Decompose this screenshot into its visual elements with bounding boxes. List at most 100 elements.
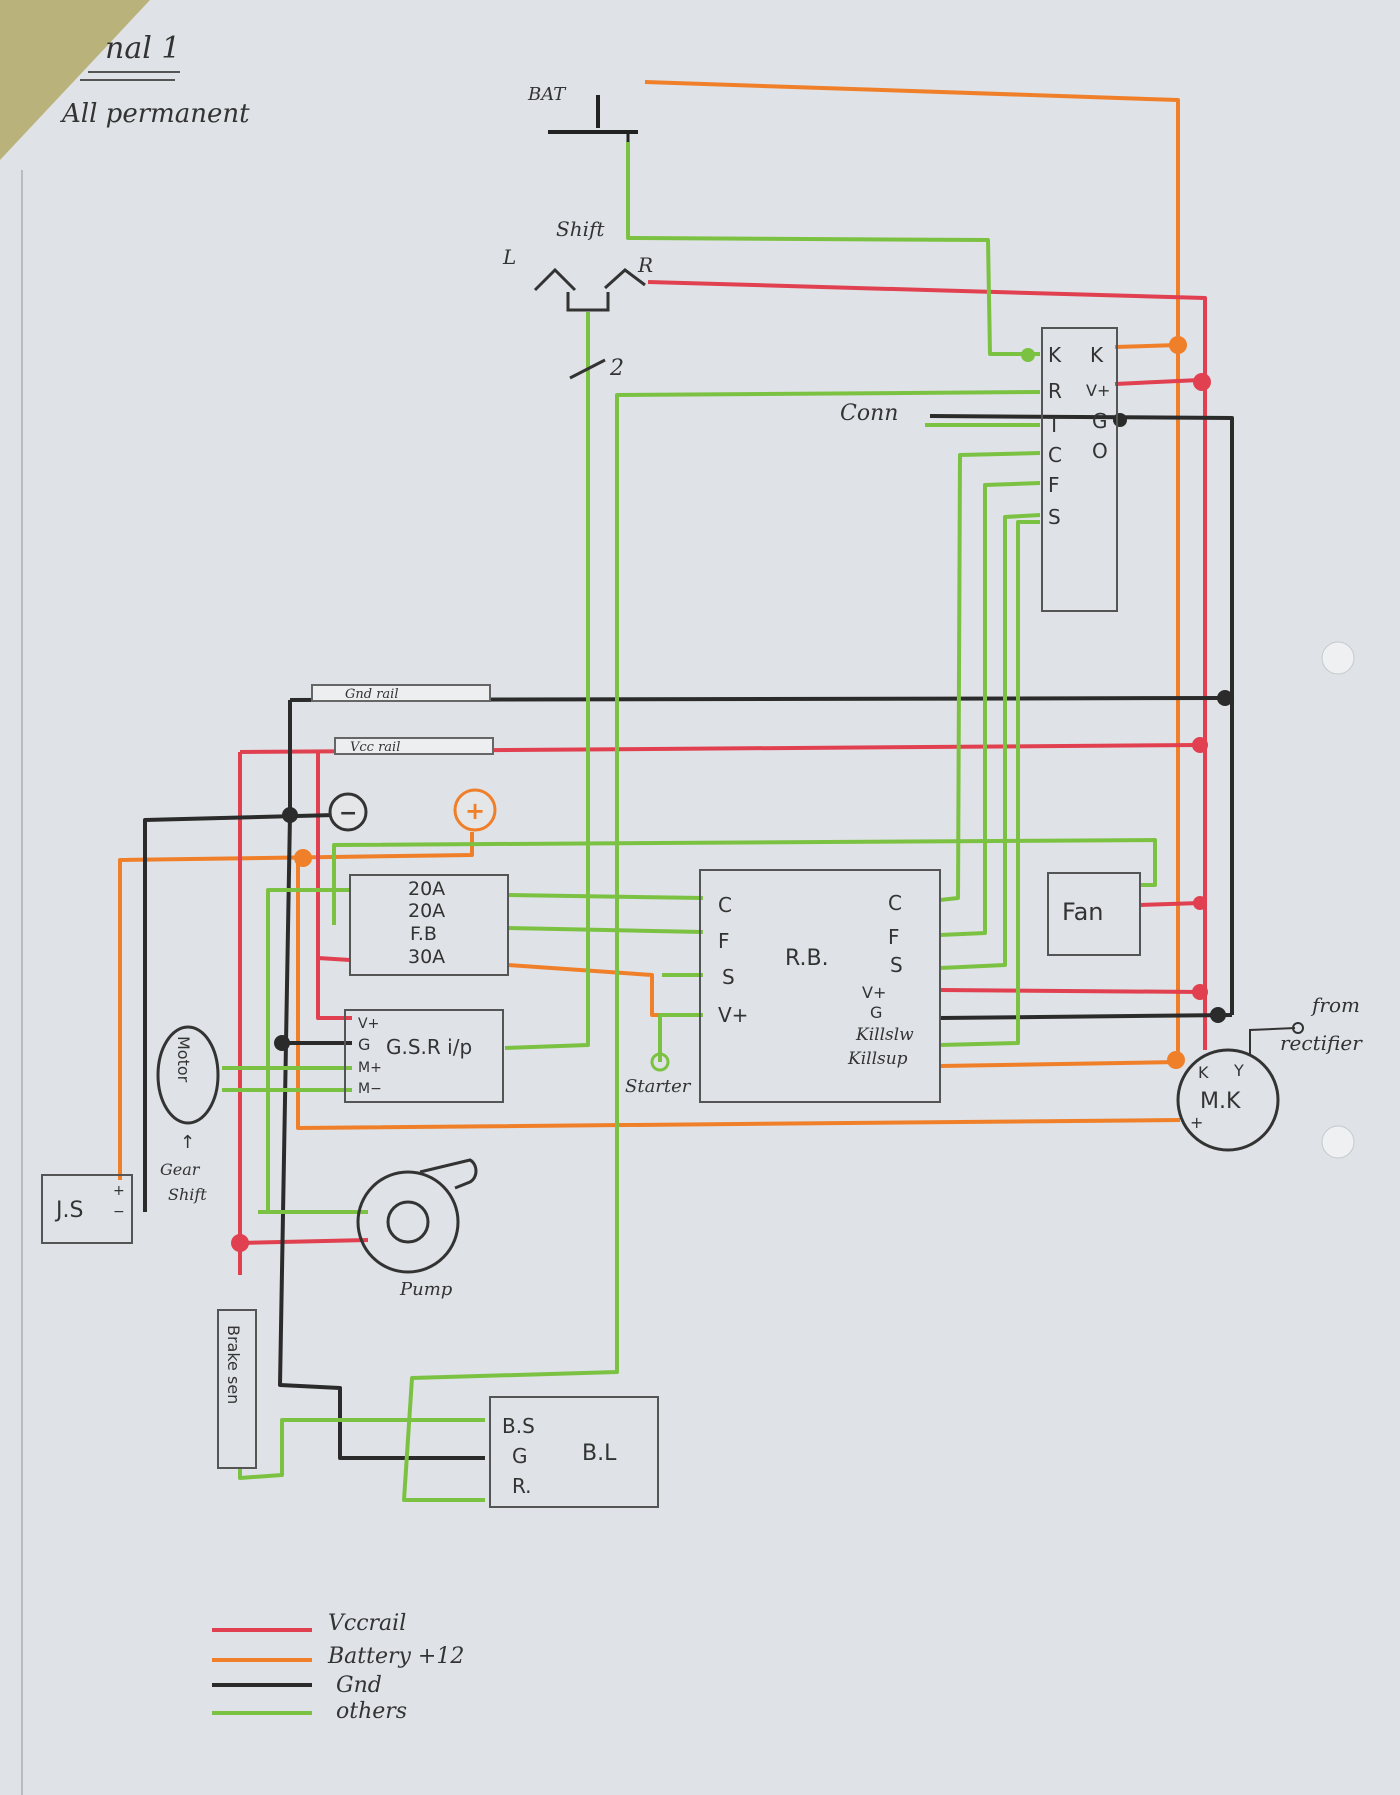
pump-outline	[356, 1170, 460, 1274]
wire-gnd-conn-g	[929, 414, 1234, 1015]
mk-plus: +	[1190, 1113, 1203, 1132]
fan-outline	[1047, 872, 1141, 956]
plus-terminal-label: +	[465, 797, 485, 825]
connector-right-pin: K	[1090, 343, 1104, 367]
punch-hole-top	[1321, 641, 1355, 675]
junction-dot	[1021, 348, 1035, 362]
bs-box: B.S G R. B.L	[489, 1396, 659, 1508]
junction-dot	[1193, 373, 1211, 391]
plus-terminal	[453, 788, 497, 832]
gnd-rail-label: Gnd rail	[345, 687, 399, 702]
bl-label: B.L	[582, 1441, 617, 1466]
gnd-rail-box	[311, 684, 491, 702]
js-plus: +	[113, 1183, 125, 1199]
brake-sensor-label: Brake sen	[224, 1325, 243, 1404]
legend-label: Gnd	[336, 1673, 382, 1698]
wire-gnd-left-drop	[278, 700, 485, 1460]
from-rectifier-label-2: rectifier	[1280, 1031, 1363, 1055]
connector-left-pin: F	[1048, 473, 1060, 497]
js-outline	[41, 1174, 133, 1244]
rb-name: R.B.	[785, 946, 829, 971]
fuse-line: 30A	[408, 946, 445, 968]
vcc-rail-label: Vcc rail	[350, 740, 400, 755]
junction-dot	[1169, 336, 1187, 354]
junction-dot	[231, 1234, 249, 1252]
connector-right-pin: G	[1092, 409, 1108, 433]
legend-label: Battery +12	[327, 1644, 464, 1669]
starter-terminal	[650, 1052, 670, 1072]
gsr-box: V+ G M+ M− G.S.R i/p	[344, 1009, 504, 1103]
wire-battery-k-stub	[1114, 343, 1179, 349]
brake-sensor-outline	[217, 1309, 257, 1469]
pump-label: Pump	[399, 1279, 453, 1300]
motor: Motor ↑ Gear Shift	[156, 1025, 220, 1204]
wire-other-fuse-f	[507, 926, 704, 934]
rb-right-pin: C	[888, 891, 902, 915]
shift-2-label: 2	[609, 356, 624, 381]
fuse-line: 20A	[408, 878, 445, 900]
shift-label: Shift	[556, 217, 605, 241]
connector-block: K R T C F S K V+ G O Conn	[840, 327, 1118, 612]
wire-vcc-fuse	[316, 956, 352, 1020]
fuse-box-outline	[349, 874, 509, 976]
connector-right-pin: O	[1092, 439, 1108, 463]
terminals: − +	[328, 788, 497, 832]
fuse-line: 20A	[408, 900, 445, 922]
bs-line: G	[512, 1444, 528, 1468]
page-title: nal 1	[105, 31, 180, 66]
legend: Vccrail Battery +12 Gnd others	[212, 1611, 464, 1724]
wire-other-f	[939, 481, 1041, 937]
gear-arrow-icon: ↑	[180, 1132, 195, 1153]
bs-outline	[489, 1396, 659, 1508]
rb-right-pin: Killsup	[847, 1049, 908, 1069]
junction-dot	[1192, 984, 1208, 1000]
js-name: J.S	[54, 1198, 83, 1223]
junction-dot	[1193, 896, 1207, 910]
wire-other-brake	[238, 1418, 485, 1480]
motor-label: Motor	[174, 1036, 193, 1083]
connector-left-pin: C	[1048, 443, 1062, 467]
battery-label: BAT	[527, 84, 567, 105]
wire-other-c	[939, 451, 1041, 902]
rb-left-pin: V+	[718, 1003, 748, 1027]
junction-dot	[1192, 737, 1208, 753]
starter-label: Starter	[625, 1076, 692, 1097]
shift-2-mark	[569, 358, 606, 380]
fan-label: Fan	[1062, 898, 1104, 926]
mk-y: Y	[1233, 1061, 1244, 1080]
connector-left-pin: R	[1048, 379, 1062, 403]
rb-outline	[699, 869, 941, 1103]
wire-gnd-js	[143, 813, 336, 1212]
gear-shift-label-1: Gear	[160, 1160, 201, 1179]
shift-l-label: L	[502, 245, 516, 269]
legend-label: others	[336, 1699, 407, 1724]
gear-shift-label-2: Shift	[168, 1185, 207, 1204]
wire-vcc-pump	[239, 1238, 369, 1245]
js-box: J.S + −	[41, 1174, 133, 1244]
rb-right-pin: G	[870, 1003, 882, 1022]
shift-r-label: R	[637, 253, 653, 277]
junction-dot	[1210, 1007, 1226, 1023]
wire-other-starter	[658, 1013, 703, 1062]
gsr-outline	[344, 1009, 504, 1103]
gsr-name: G.S.R i/p	[386, 1035, 472, 1059]
mk-outline	[1176, 1048, 1280, 1152]
connector-right-pin: V+	[1086, 381, 1110, 400]
minus-terminal-label: −	[339, 801, 357, 826]
rails: Gnd rail Vcc rail	[311, 684, 494, 755]
junction-dot	[1167, 1051, 1185, 1069]
mk-lead-terminal	[1292, 1022, 1304, 1034]
rb-right-pin: S	[890, 953, 903, 977]
junction-dot	[294, 849, 312, 867]
mk: M.K K Y + from rectifier	[1176, 993, 1363, 1152]
mk-k: K	[1198, 1063, 1209, 1082]
wire-battery-killsup	[939, 1060, 1179, 1068]
rb-left-pin: F	[718, 929, 730, 953]
connector-box	[1041, 327, 1118, 612]
shift-r-contact	[603, 268, 646, 290]
rb-left-pin: C	[718, 893, 732, 917]
shift-common	[566, 292, 610, 312]
wires	[118, 80, 1234, 1502]
rb-left-pin: S	[722, 965, 735, 989]
